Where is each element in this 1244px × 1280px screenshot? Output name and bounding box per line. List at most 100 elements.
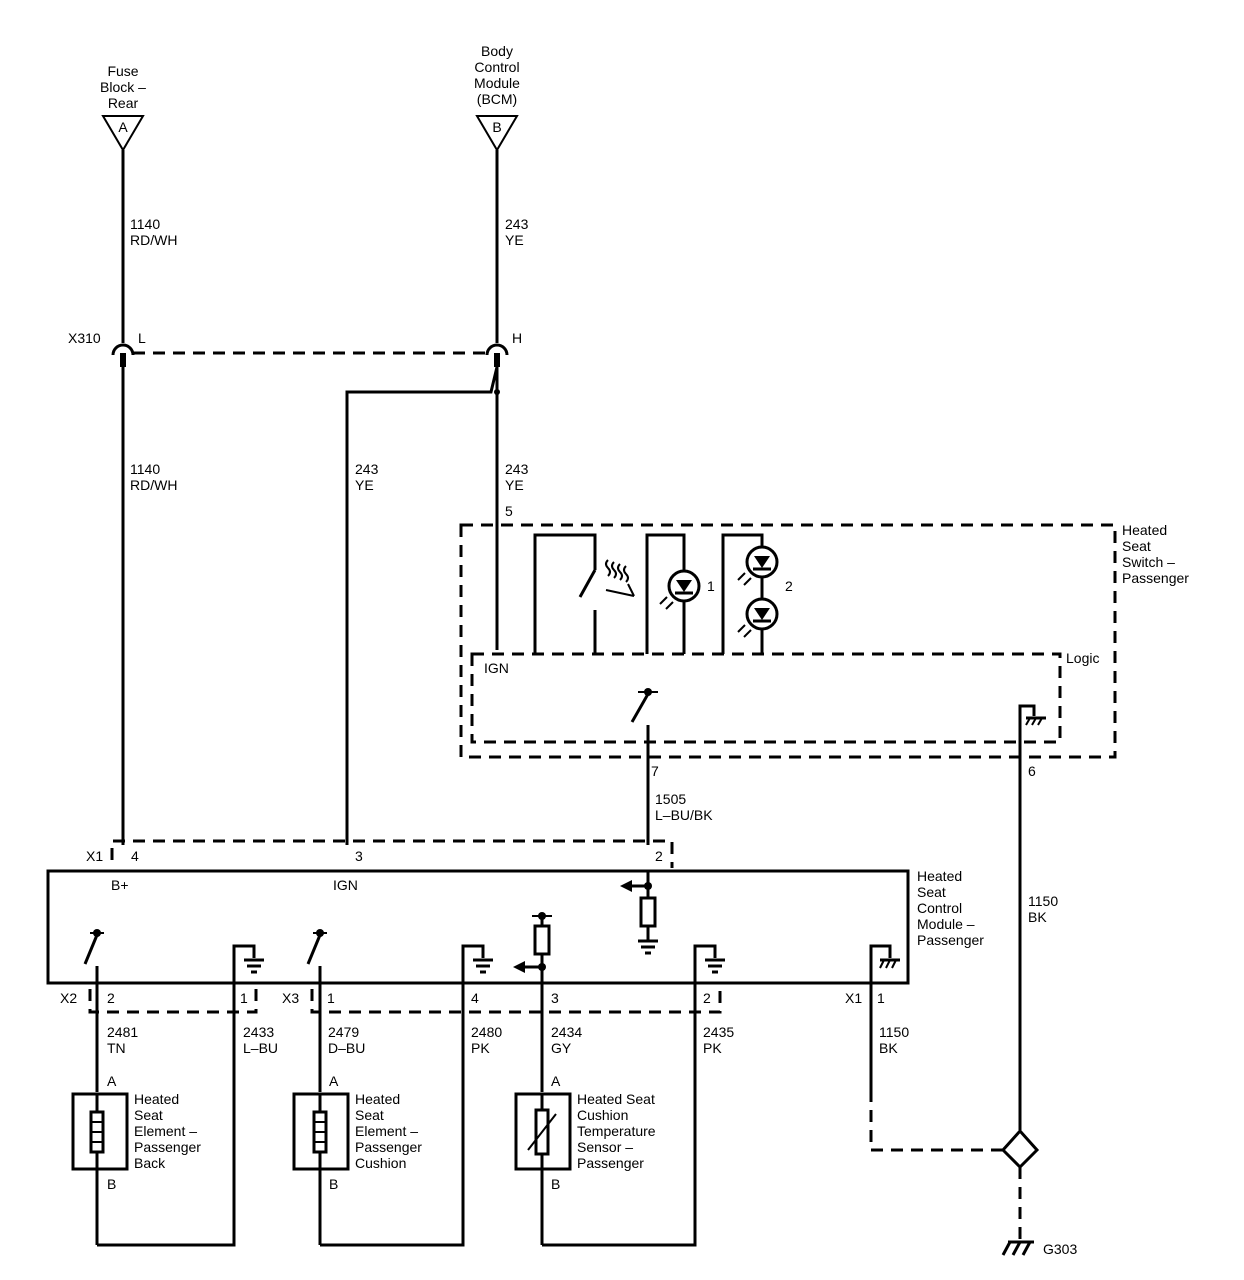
x3-driver-switch <box>306 929 327 983</box>
wire-243-mid-left <box>345 366 499 845</box>
fuse-block-source: Fuse Block – Rear A <box>100 63 146 152</box>
fuse-block-label-2: Block – <box>100 79 146 95</box>
temp-sensor-variable-line <box>527 1113 557 1151</box>
x310-name: X310 <box>68 330 101 346</box>
switch-chassis-ground-icon <box>1025 716 1046 726</box>
wire-2435-num: 2435 <box>703 1024 734 1040</box>
module-label-2: Seat <box>917 884 946 900</box>
wire-1140-top-color: RD/WH <box>130 232 177 248</box>
x3-pin3-sensor-pullup <box>513 912 552 983</box>
wire-2481-color: TN <box>107 1040 126 1056</box>
switch-output-transistor <box>630 688 658 742</box>
temp-sensor-pin-b: B <box>551 1176 560 1192</box>
temp-sensor-label-5: Passenger <box>577 1155 644 1171</box>
wire-2480-num: 2480 <box>471 1024 502 1040</box>
heated-seat-element-cushion: A B Heated Seat Element – Passenger Cush… <box>292 1073 422 1192</box>
module-label-3: Control <box>917 900 962 916</box>
led-1-label: 1 <box>707 578 715 594</box>
wire-2433-num: 2433 <box>243 1024 274 1040</box>
back-element-label-2: Seat <box>134 1107 163 1123</box>
module-body <box>46 869 910 985</box>
wire-243-mid-left-color: YE <box>355 477 374 493</box>
switch-label-2: Seat <box>1122 538 1151 554</box>
wire-2479-color: D–BU <box>328 1040 365 1056</box>
cushion-element-label-2: Seat <box>355 1107 384 1123</box>
wire-1150-right-color: BK <box>1028 909 1047 925</box>
switch-logic-label: Logic <box>1066 650 1099 666</box>
cushion-element-label-1: Heated <box>355 1091 400 1107</box>
wire-1505-color: L–BU/BK <box>655 807 713 823</box>
led-2a-icon <box>737 545 779 586</box>
x2-pin-1: 1 <box>240 990 248 1006</box>
temp-sensor-label-3: Temperature <box>577 1123 656 1139</box>
module-x1-pin-2: 2 <box>655 848 663 864</box>
wire-1140-mid-color: RD/WH <box>130 477 177 493</box>
cushion-element-pin-a: A <box>329 1073 339 1089</box>
switch-label-1: Heated <box>1122 522 1167 538</box>
fuse-block-terminal-triangle <box>101 115 145 152</box>
switch-pin-7: 7 <box>651 763 659 779</box>
temp-sensor-label-2: Cushion <box>577 1107 628 1123</box>
bcm-label-2: Control <box>474 59 519 75</box>
cushion-element-label-3: Element – <box>355 1123 418 1139</box>
fuse-block-label-1: Fuse <box>107 63 138 79</box>
wire-1150-right-num: 1150 <box>1028 893 1058 909</box>
wire-2434-num: 2434 <box>551 1024 582 1040</box>
bcm-terminal-triangle <box>475 115 519 152</box>
bcm-label-1: Body <box>481 43 513 59</box>
module-x1-top-name: X1 <box>86 848 103 864</box>
wire-1150-left-color: BK <box>879 1040 898 1056</box>
back-element-label-5: Back <box>134 1155 166 1171</box>
input-1505-resistor <box>639 896 657 928</box>
fuse-block-letter: A <box>118 119 128 135</box>
temp-sensor-label-4: Sensor – <box>577 1139 633 1155</box>
module-x1-pin-3: 3 <box>355 848 363 864</box>
x2-driver-switch <box>83 929 104 983</box>
bcm-source: Body Control Module (BCM) B <box>474 43 520 152</box>
wire-2480 <box>320 983 465 1247</box>
bcm-label-4: (BCM) <box>477 91 517 107</box>
x1-bottom-name: X1 <box>845 990 862 1006</box>
switch-ground-lead <box>1018 704 1036 742</box>
x3-pin2-ground-circuit <box>693 944 725 983</box>
module-label-1: Heated <box>917 868 962 884</box>
x3-pin-3: 3 <box>551 990 559 1006</box>
module-label-4: Module – <box>917 916 975 932</box>
heated-seat-switch: Heated Seat Switch – Passenger Logic IGN… <box>459 503 1189 779</box>
fuse-block-label-3: Rear <box>108 95 139 111</box>
back-element-pin-a: A <box>107 1073 117 1089</box>
x2-name: X2 <box>60 990 77 1006</box>
cushion-element-label-4: Passenger <box>355 1139 422 1155</box>
temp-sensor-pin-a: A <box>551 1073 561 1089</box>
switch-pin-6: 6 <box>1028 763 1036 779</box>
module-x1-top-connector <box>110 839 674 868</box>
led1-wire <box>645 533 686 654</box>
x3-name: X3 <box>282 990 299 1006</box>
module-b-plus-label: B+ <box>111 877 129 893</box>
switch-label-3: Switch – <box>1122 554 1175 570</box>
led-2-label: 2 <box>785 578 793 594</box>
ground-splice-diamond <box>1000 1128 1040 1170</box>
bcm-letter: B <box>492 119 501 135</box>
x3-pin-4: 4 <box>471 990 479 1006</box>
back-element-label-1: Heated <box>134 1091 179 1107</box>
x310-pin-h-male <box>494 353 500 367</box>
wire-1150-left-num: 1150 <box>879 1024 909 1040</box>
module-ign-label: IGN <box>333 877 358 893</box>
switch-pin-5: 5 <box>505 503 513 519</box>
led-2b-icon <box>737 597 779 638</box>
back-element-label-4: Passenger <box>134 1139 201 1155</box>
input-1505-arrow <box>620 880 632 892</box>
wire-243-mid-right-color: YE <box>505 477 524 493</box>
seat-heater-icon <box>605 559 635 597</box>
wire-2480-color: PK <box>471 1040 490 1056</box>
heated-seat-element-back: A B Heated Seat Element – Passenger Back <box>71 1073 201 1192</box>
x310-pin-l: L <box>138 330 146 346</box>
x310-pin-h: H <box>512 330 522 346</box>
temp-sensor-label-1: Heated Seat <box>577 1091 655 1107</box>
input-1505-ground-icon <box>638 939 658 955</box>
heated-seat-control-module: X1 4 3 2 B+ IGN Heated Seat Control Modu… <box>46 839 984 1014</box>
switch-label-4: Passenger <box>1122 570 1189 586</box>
wire-2435-color: PK <box>703 1040 722 1056</box>
cushion-element-pin-b: B <box>329 1176 338 1192</box>
